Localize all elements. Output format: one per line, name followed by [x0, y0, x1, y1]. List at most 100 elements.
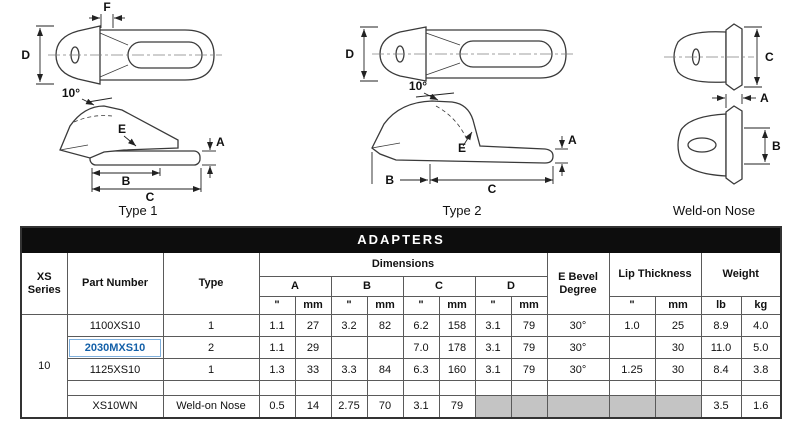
value-cell: 3.1: [474, 336, 512, 359]
value-cell: [654, 380, 702, 396]
value-cell: [654, 395, 702, 418]
table-row: [21, 380, 782, 396]
header-dimensions: Dimensions: [258, 252, 548, 277]
value-cell: [546, 380, 610, 396]
value-cell: 2.75: [330, 395, 368, 418]
value-cell: 82: [366, 314, 404, 337]
value-cell: 7.0: [402, 336, 440, 359]
header-dim-d: D: [474, 276, 548, 297]
unit-mm-header: mm: [366, 296, 404, 315]
adapters-table: ADAPTERS XS Series Part Number Type Dime…: [20, 226, 783, 419]
dim-label-c: C: [488, 182, 497, 196]
value-cell: [366, 380, 404, 396]
type1-top-view: D F: [21, 0, 222, 85]
value-cell: [700, 380, 742, 396]
header-part-number: Part Number: [66, 252, 164, 315]
type1-caption: Type 1: [118, 203, 157, 218]
type-cell: [162, 380, 260, 396]
dim-label-a: A: [760, 91, 769, 105]
type2-top-view: D: [345, 26, 574, 82]
value-cell: [438, 380, 476, 396]
value-cell: 30: [654, 358, 702, 381]
header-dim-b: B: [330, 276, 404, 297]
value-cell: 11.0: [700, 336, 742, 359]
header-dim-c: C: [402, 276, 476, 297]
value-cell: 30°: [546, 336, 610, 359]
header-xs-series: XS Series: [20, 252, 68, 315]
value-cell: 6.3: [402, 358, 440, 381]
value-cell: 1.0: [608, 314, 656, 337]
type2-caption: Type 2: [442, 203, 481, 218]
value-cell: [330, 380, 368, 396]
dim-label-e: E: [118, 122, 126, 136]
value-cell: 5.0: [740, 336, 782, 359]
value-cell: 158: [438, 314, 476, 337]
dim-label-a: A: [568, 133, 577, 147]
value-cell: 3.8: [740, 358, 782, 381]
value-cell: 79: [510, 336, 548, 359]
type2-side-view: 10° E A B C: [371, 79, 577, 196]
weld-on-top-view: C: [664, 23, 774, 91]
header-dim-a: A: [258, 276, 332, 297]
type-cell: Weld-on Nose: [162, 395, 260, 418]
value-cell: 3.1: [402, 395, 440, 418]
value-cell: [510, 395, 548, 418]
value-cell: 1.1: [258, 336, 296, 359]
value-cell: 3.1: [474, 358, 512, 381]
value-cell: 3.5: [700, 395, 742, 418]
value-cell: 4.0: [740, 314, 782, 337]
header-type: Type: [162, 252, 260, 315]
type2-diagram: D 10° E A B: [345, 26, 577, 218]
value-cell: [474, 395, 512, 418]
value-cell: 29: [294, 336, 332, 359]
table-section: ADAPTERS XS Series Part Number Type Dime…: [0, 222, 800, 419]
value-cell: 8.4: [700, 358, 742, 381]
header-weight: Weight: [700, 252, 782, 297]
dim-label-e: E: [458, 141, 466, 155]
value-cell: 79: [510, 314, 548, 337]
unit-in-header: ": [402, 296, 440, 315]
weld-on-caption: Weld-on Nose: [673, 203, 755, 218]
value-cell: [608, 395, 656, 418]
value-cell: [510, 380, 548, 396]
value-cell: 33: [294, 358, 332, 381]
part-number-cell[interactable]: 2030MXS10: [66, 336, 164, 359]
dim-label-angle: 10°: [62, 86, 80, 100]
dim-label-angle: 10°: [409, 79, 427, 93]
dim-label-d: D: [345, 47, 354, 61]
header-lip-thickness: Lip Thickness: [608, 252, 702, 297]
unit-in-header: ": [258, 296, 296, 315]
value-cell: 30°: [546, 358, 610, 381]
part-number-cell: XS10WN: [66, 395, 164, 418]
dim-label-d: D: [21, 48, 30, 62]
unit-mm-header: mm: [438, 296, 476, 315]
unit-mm-header: mm: [510, 296, 548, 315]
type1-side-view: 10° E A B C: [59, 86, 225, 204]
value-cell: 70: [366, 395, 404, 418]
value-cell: [608, 336, 656, 359]
value-cell: [330, 336, 368, 359]
value-cell: [402, 380, 440, 396]
value-cell: [258, 380, 296, 396]
header-e-bevel: E Bevel Degree: [546, 252, 610, 315]
adapter-diagrams: D F 10° E A: [21, 0, 781, 218]
dim-label-b: B: [122, 174, 131, 188]
dim-label-a: A: [216, 135, 225, 149]
value-cell: 30°: [546, 314, 610, 337]
value-cell: 1.1: [258, 314, 296, 337]
table-title: ADAPTERS: [20, 226, 782, 253]
value-cell: [546, 395, 610, 418]
weld-on-nose-diagram: C A B Weld-on Nose: [664, 23, 781, 218]
unit-kg-header: kg: [740, 296, 782, 315]
value-cell: 27: [294, 314, 332, 337]
part-number-cell: 1100XS10: [66, 314, 164, 337]
type1-diagram: D F 10° E A: [21, 0, 225, 218]
unit-lb-header: lb: [700, 296, 742, 315]
type-cell: 1: [162, 358, 260, 381]
value-cell: 160: [438, 358, 476, 381]
dim-label-c: C: [765, 50, 774, 64]
